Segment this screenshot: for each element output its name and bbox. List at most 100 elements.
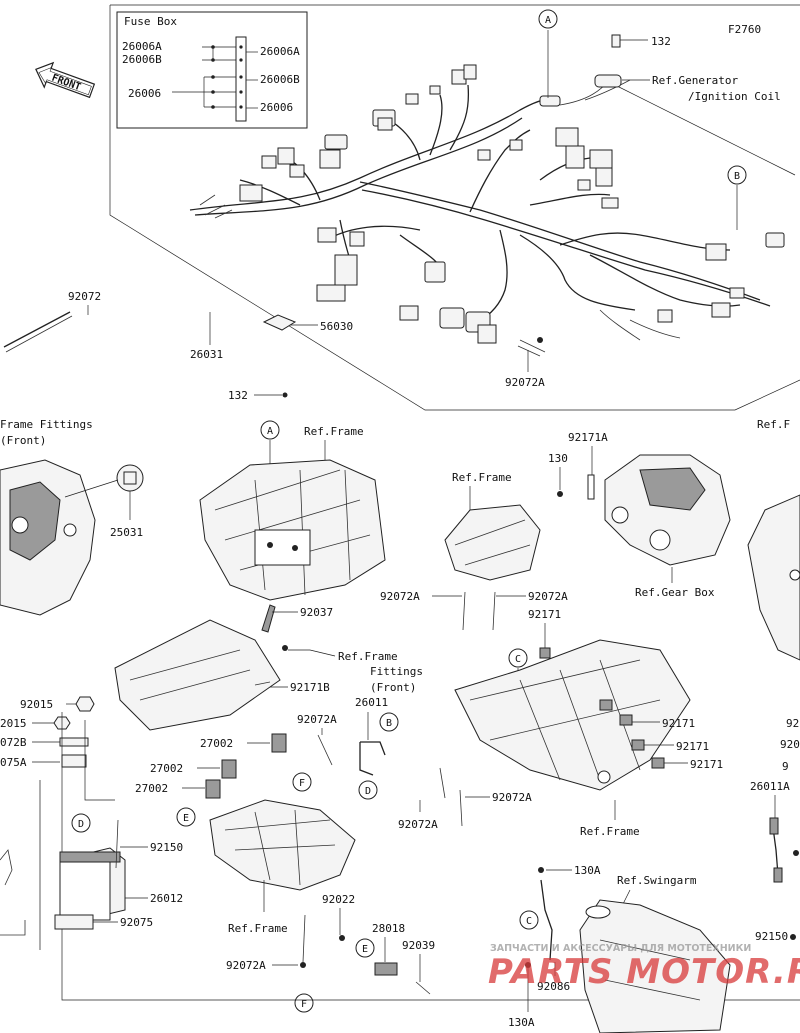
part-92171-a[interactable]: 92171 bbox=[662, 717, 695, 730]
part-92072B[interactable]: 072B bbox=[0, 736, 27, 749]
svg-text:C: C bbox=[515, 654, 521, 665]
main-frame-c: 92171 C 92171 92171 92171 Ref.Frame 9207… bbox=[398, 608, 723, 838]
part-92-cut[interactable]: 92 bbox=[786, 717, 799, 730]
part-26011[interactable]: 26011 bbox=[355, 696, 388, 709]
part-92072-left[interactable]: 92072 bbox=[68, 290, 101, 303]
fuse-right-2: 26006B bbox=[260, 73, 300, 86]
switch-28018: 92022 28018 92039 E bbox=[322, 893, 435, 995]
fuse-left-1: 26006A bbox=[122, 40, 162, 53]
part-92075A[interactable]: 075A bbox=[0, 756, 27, 769]
part-92072A-c-2[interactable]: 92072A bbox=[398, 818, 438, 831]
part-130A-bottom[interactable]: 130A bbox=[508, 1016, 535, 1029]
part-92171-c[interactable]: 92171 bbox=[690, 758, 723, 771]
part-92039[interactable]: 92039 bbox=[402, 939, 435, 952]
part-27002-a[interactable]: 27002 bbox=[200, 737, 233, 750]
cable-26011: 92072A 26011 B D bbox=[297, 696, 399, 800]
battery-tray: 27002 27002 27002 F E Ref.Frame 92072A F bbox=[135, 733, 356, 1013]
part-27002-b[interactable]: 27002 bbox=[150, 762, 183, 775]
callout-d-battery: D bbox=[71, 813, 91, 833]
part-25031[interactable]: 25031 bbox=[110, 526, 143, 539]
ref-gear-box: Ref.Gear Box bbox=[635, 586, 715, 599]
ref-frame-c: Ref.Frame bbox=[580, 825, 640, 838]
battery-area: 92015 2015 072B 075A D 92150 26012 92075 bbox=[0, 696, 800, 1001]
part-26031[interactable]: 26031 bbox=[190, 348, 223, 361]
swingarm-sensor: 130A C Ref.Swingarm 130A 92086 bbox=[508, 864, 731, 1033]
watermark-line2: PARTS MOTOR.RU bbox=[488, 952, 800, 992]
gear-box: 92171A 130 Ref.Gear Box bbox=[548, 431, 731, 599]
frame-bracket-right: Ref.Frame 92072A 92072A bbox=[380, 471, 568, 631]
callout-c-bottom: C bbox=[519, 910, 539, 930]
part-9-cut[interactable]: 9 bbox=[782, 760, 789, 773]
ref-frame-b: Ref.Frame bbox=[452, 471, 512, 484]
callout-a-mid: A bbox=[260, 420, 280, 440]
part-92015-b[interactable]: 2015 bbox=[0, 717, 27, 730]
fuse-left-3: 26006 bbox=[128, 87, 161, 100]
callout-f-bottom: F bbox=[294, 993, 314, 1013]
callout-e-tray: E bbox=[176, 807, 196, 827]
svg-text:A: A bbox=[545, 15, 551, 26]
part-92171-b[interactable]: 92171 bbox=[676, 740, 709, 753]
part-92022[interactable]: 92022 bbox=[322, 893, 355, 906]
callout-c: C bbox=[508, 648, 528, 668]
part-92015-a[interactable]: 92015 bbox=[20, 698, 53, 711]
diagram-code: F2760 bbox=[728, 23, 761, 36]
svg-text:F: F bbox=[301, 999, 307, 1010]
fuse-left-2: 26006B bbox=[122, 53, 162, 66]
callout-d-mid: D bbox=[358, 780, 378, 800]
part-92075[interactable]: 92075 bbox=[120, 916, 153, 929]
part-92072A-c-1[interactable]: 92072A bbox=[492, 791, 532, 804]
frame-center-a: 132 A Ref.Frame bbox=[199, 389, 386, 601]
ref-generator: Ref.Generator bbox=[652, 74, 738, 87]
callout-b-top: B bbox=[727, 165, 747, 185]
part-92086[interactable]: 92086 bbox=[537, 980, 570, 993]
svg-text:C: C bbox=[526, 916, 532, 927]
part-92171B[interactable]: 92171B bbox=[290, 681, 330, 694]
ref-frame-a: Ref.Frame bbox=[304, 425, 364, 438]
part-130A-top[interactable]: 130A bbox=[574, 864, 601, 877]
part-132-mid[interactable]: 132 bbox=[228, 389, 248, 402]
part-92072A-tray[interactable]: 92072A bbox=[226, 959, 266, 972]
part-26011A[interactable]: 26011A bbox=[750, 780, 790, 793]
part-92171A[interactable]: 92171A bbox=[568, 431, 608, 444]
callout-a-top: A bbox=[538, 9, 558, 29]
callout-b-mid: B bbox=[379, 712, 399, 732]
cable-tie-92072: 92072 bbox=[3, 290, 101, 353]
watermark-logo: ЗАПЧАСТИ И АКСЕССУАРЫ ДЛЯ МОТОТЕХНИКИ PA… bbox=[488, 943, 800, 992]
ref-ignition-coil: /Ignition Coil bbox=[688, 90, 781, 103]
part-132-top[interactable]: 132 bbox=[651, 35, 671, 48]
part-92037[interactable]: 92037 bbox=[300, 606, 333, 619]
svg-text:D: D bbox=[78, 819, 84, 830]
part-92150[interactable]: 92150 bbox=[150, 841, 183, 854]
part-92072A-frame-1[interactable]: 92072A bbox=[380, 590, 420, 603]
ref-frame-fittings: Frame Fittings bbox=[0, 418, 93, 431]
fuse-right-3: 26006 bbox=[260, 101, 293, 114]
ref-fittings-2: Fittings bbox=[370, 665, 423, 678]
harness-connectors bbox=[239, 34, 785, 344]
part-92072A-harness[interactable]: 92072A bbox=[505, 376, 545, 389]
part-26012[interactable]: 26012 bbox=[150, 892, 183, 905]
ref-f-right: Ref.F bbox=[757, 418, 790, 431]
callout-e-switch: E bbox=[355, 938, 375, 958]
frame-fittings-right: Ref.F bbox=[747, 418, 800, 661]
part-92171-top[interactable]: 92171 bbox=[528, 608, 561, 621]
part-92072A-frame-2[interactable]: 92072A bbox=[528, 590, 568, 603]
part-130-gearbox[interactable]: 130 bbox=[548, 452, 568, 465]
part-92150-right[interactable]: 92150 bbox=[755, 930, 788, 943]
svg-text:E: E bbox=[183, 813, 189, 824]
part-27002-c[interactable]: 27002 bbox=[135, 782, 168, 795]
svg-text:D: D bbox=[365, 786, 371, 797]
ref-swingarm: Ref.Swingarm bbox=[617, 874, 697, 887]
fuse-box-title: Fuse Box bbox=[124, 15, 177, 28]
watermark-line1: ЗАПЧАСТИ И АКСЕССУАРЫ ДЛЯ МОТОТЕХНИКИ bbox=[490, 943, 751, 954]
harness-panel: Fuse Box 26006A 26006B 26006 bbox=[35, 4, 800, 411]
part-28018[interactable]: 28018 bbox=[372, 922, 405, 935]
svg-text:E: E bbox=[362, 944, 368, 955]
part-920-cut[interactable]: 920 bbox=[780, 738, 800, 751]
part-92072A-26011[interactable]: 92072A bbox=[297, 713, 337, 726]
part-56030[interactable]: 56030 bbox=[320, 320, 353, 333]
front-arrow-icon: FRONT bbox=[35, 61, 96, 99]
ref-frame-front: (Front) bbox=[0, 434, 46, 447]
fuse-box-legend: Fuse Box 26006A 26006B 26006 bbox=[116, 11, 308, 129]
frame-fittings-left: Frame Fittings (Front) 25031 bbox=[0, 418, 144, 616]
